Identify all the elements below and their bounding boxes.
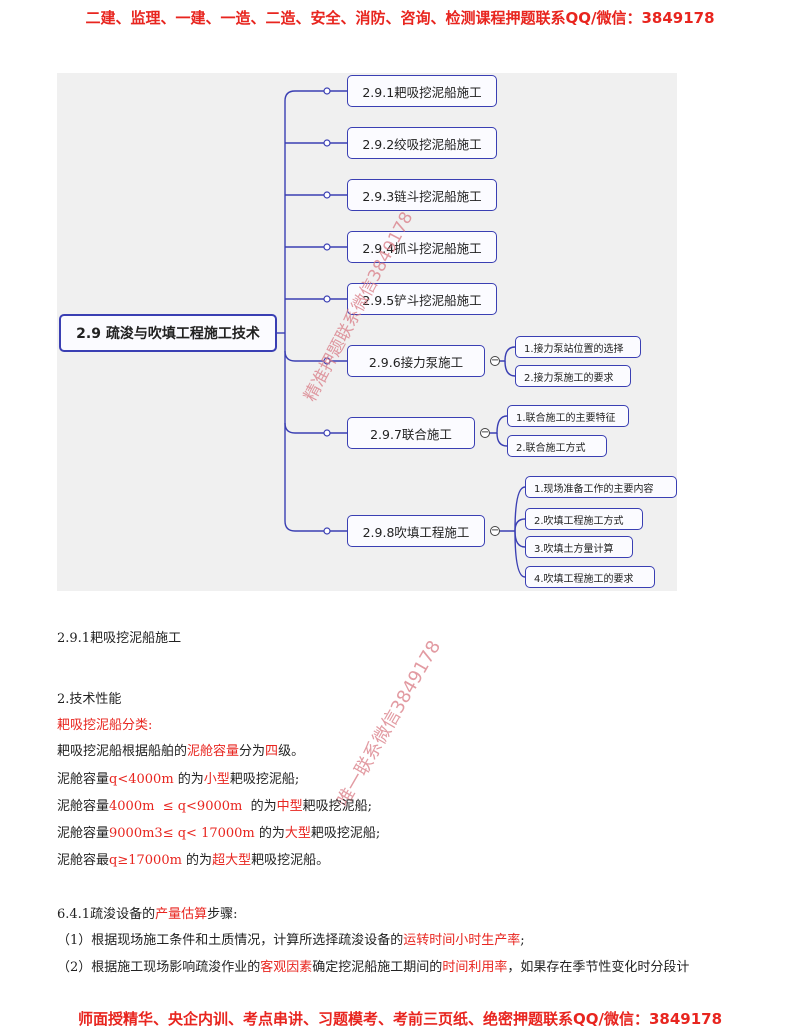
body-line: 泥舱容量4000m ≤ q<9000m 的为中型耙吸挖泥船; bbox=[57, 799, 373, 814]
body-line: 泥舱容量9000m3≤ q< 17000m 的为大型耙吸挖泥船; bbox=[57, 826, 381, 841]
leaf-node[interactable]: 2.联合施工方式 bbox=[507, 435, 607, 457]
branch-node-2-9-2[interactable]: 2.9.2绞吸挖泥船施工 bbox=[347, 127, 497, 159]
mindmap-figure: 2.9 疏浚与吹填工程施工技术 2.9.1耙吸挖泥船施工 2.9.2绞吸挖泥船施… bbox=[57, 73, 677, 591]
branch-node-2-9-8[interactable]: 2.9.8吹填工程施工 bbox=[347, 515, 485, 547]
branch-label: 2.9.6接力泵施工 bbox=[368, 354, 464, 370]
step-line: （1）根据现场施工条件和土质情况，计算所选择疏浚设备的运转时间小时生产率; bbox=[57, 933, 525, 948]
branch-node-2-9-1[interactable]: 2.9.1耙吸挖泥船施工 bbox=[347, 75, 497, 107]
leaf-node[interactable]: 4.吹填工程施工的要求 bbox=[525, 566, 655, 588]
leaf-node[interactable]: 2.接力泵施工的要求 bbox=[515, 365, 631, 387]
collapse-toggle-icon[interactable]: − bbox=[490, 525, 500, 536]
branch-node-2-9-3[interactable]: 2.9.3链斗挖泥船施工 bbox=[347, 179, 497, 211]
branch-label: 2.9.1耙吸挖泥船施工 bbox=[362, 84, 482, 100]
collapse-toggle-icon[interactable]: − bbox=[490, 355, 500, 366]
body-line: 泥舱容量q<4000m 的为小型耙吸挖泥船; bbox=[57, 772, 300, 787]
leaf-node[interactable]: 2.吹填工程施工方式 bbox=[525, 508, 643, 530]
branch-node-2-9-7[interactable]: 2.9.7联合施工 bbox=[347, 417, 475, 449]
body-line: 耙吸挖泥船根据船舶的泥舱容量分为四级。 bbox=[57, 744, 305, 759]
watermark-text: 唯一联系微信3849178 bbox=[332, 637, 446, 811]
branch-label: 2.9.8吹填工程施工 bbox=[362, 524, 470, 540]
branch-node-2-9-4[interactable]: 2.9.4抓斗挖泥船施工 bbox=[347, 231, 497, 263]
branch-label: 2.9.7联合施工 bbox=[370, 426, 452, 442]
root-label: 2.9 疏浚与吹填工程施工技术 bbox=[76, 326, 260, 342]
branch-label: 2.9.3链斗挖泥船施工 bbox=[362, 188, 482, 204]
leaf-node[interactable]: 1.接力泵站位置的选择 bbox=[515, 336, 641, 358]
body-line: 泥舱容最q≥17000m 的为超大型耙吸挖泥船。 bbox=[57, 853, 330, 868]
branch-label: 2.9.5铲斗挖泥船施工 bbox=[362, 292, 482, 308]
mindmap-connectors bbox=[277, 87, 526, 578]
branch-node-2-9-5[interactable]: 2.9.5铲斗挖泥船施工 bbox=[347, 283, 497, 315]
bottom-banner: 师面授精华、央企内训、考点串讲、习题模考、考前三页纸、绝密押题联系QQ/微信：3… bbox=[77, 1010, 723, 1028]
step-line: （2）根据施工现场影响疏浚作业的客观因素确定挖泥船施工期间的时间利用率，如果存在… bbox=[57, 960, 690, 975]
red-subtitle: 耙吸挖泥船分类: bbox=[57, 718, 153, 733]
collapse-toggle-icon[interactable]: − bbox=[480, 427, 490, 438]
leaf-node[interactable]: 1.联合施工的主要特征 bbox=[507, 405, 629, 427]
leaf-node[interactable]: 1.现场准备工作的主要内容 bbox=[525, 476, 677, 498]
subsection-heading: 2.技术性能 bbox=[57, 692, 122, 707]
section-heading: 6.4.1疏浚设备的产量估算步骤: bbox=[57, 907, 238, 922]
section-heading: 2.9.1耙吸挖泥船施工 bbox=[57, 631, 182, 646]
branch-label: 2.9.4抓斗挖泥船施工 bbox=[362, 240, 482, 256]
top-banner: 二建、监理、一建、一造、二造、安全、消防、咨询、检测课程押题联系QQ/微信：38… bbox=[85, 9, 715, 27]
mindmap-root-node: 2.9 疏浚与吹填工程施工技术 bbox=[59, 314, 277, 352]
branch-node-2-9-6[interactable]: 2.9.6接力泵施工 bbox=[347, 345, 485, 377]
leaf-node[interactable]: 3.吹填土方量计算 bbox=[525, 536, 633, 558]
branch-label: 2.9.2绞吸挖泥船施工 bbox=[362, 136, 482, 152]
